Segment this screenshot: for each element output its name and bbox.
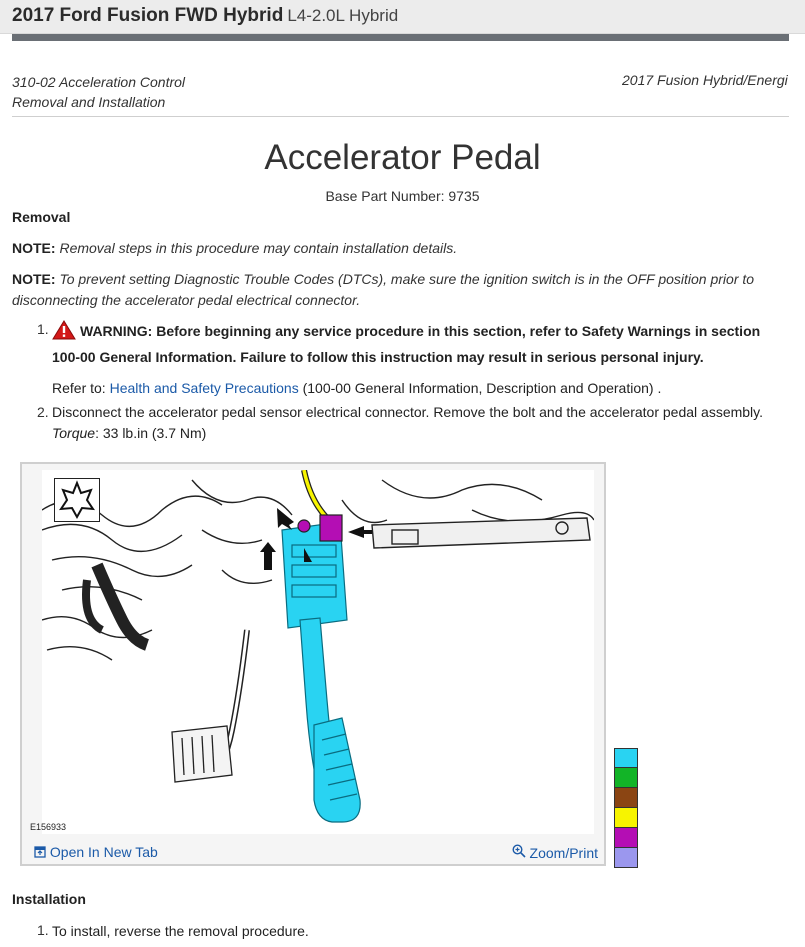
procedure-figure: E156933 Open In New Tab Zoom/Print	[20, 462, 606, 866]
zoom-print-link[interactable]: Zoom/Print	[512, 844, 598, 861]
warning-triangle-icon	[52, 320, 76, 346]
external-tab-icon	[34, 844, 50, 860]
step-1: WARNING: Before beginning any service pr…	[52, 320, 787, 399]
step-number: 2.	[37, 404, 49, 420]
install-step-text: To install, reverse the removal procedur…	[52, 923, 309, 939]
doc-header-left: 310-02 Acceleration Control Removal and …	[12, 72, 185, 112]
warning-block: WARNING: Before beginning any service pr…	[52, 320, 787, 368]
engine-spec: L4-2.0L Hybrid	[287, 6, 399, 25]
color-swatch	[614, 748, 638, 768]
base-part-number: Base Part Number: 9735	[325, 188, 480, 204]
refer-line: Refer to: Health and Safety Precautions …	[52, 377, 787, 399]
color-swatch	[614, 788, 638, 808]
model-reference: 2017 Fusion Hybrid/Energi	[622, 72, 788, 88]
removal-heading: Removal	[12, 209, 71, 225]
torque-label: Torque	[52, 425, 96, 441]
step-text: Disconnect the accelerator pedal sensor …	[52, 404, 764, 420]
page-title: Accelerator Pedal	[264, 138, 541, 177]
open-in-new-tab-link[interactable]: Open In New Tab	[34, 844, 158, 860]
refer-suffix: (100-00 General Information, Description…	[298, 380, 662, 396]
warning-text: WARNING: Before beginning any service pr…	[52, 323, 761, 365]
step-number: 1.	[37, 321, 49, 337]
torx-bit-icon	[54, 478, 100, 522]
torque-line: Torque: 33 lb.in (3.7 Nm)	[52, 423, 787, 444]
section-code: 310-02 Acceleration Control	[12, 74, 186, 90]
note-2: NOTE: To prevent setting Diagnostic Trou…	[12, 269, 792, 311]
color-swatch	[614, 848, 638, 868]
note-label: NOTE:	[12, 240, 56, 256]
refer-prefix: Refer to:	[52, 380, 110, 396]
open-tab-label: Open In New Tab	[49, 844, 158, 860]
torque-value: : 33 lb.in (3.7 Nm)	[95, 425, 207, 441]
note-1: NOTE: Removal steps in this procedure ma…	[12, 238, 792, 259]
health-safety-link[interactable]: Health and Safety Precautions	[109, 380, 299, 396]
note-text: Removal steps in this procedure may cont…	[59, 240, 458, 256]
step-2: Disconnect the accelerator pedal sensor …	[52, 402, 787, 444]
color-swatch	[614, 768, 638, 788]
vehicle-name: 2017 Ford Fusion FWD Hybrid	[12, 5, 284, 26]
color-swatch	[614, 808, 638, 828]
zoom-label: Zoom/Print	[529, 845, 598, 861]
installation-heading: Installation	[12, 891, 86, 907]
header-divider-bar	[12, 34, 789, 41]
color-swatch-legend	[614, 748, 638, 868]
zoom-magnifier-icon	[512, 844, 530, 861]
figure-id: E156933	[30, 822, 67, 832]
color-swatch	[614, 828, 638, 848]
step-number: 1.	[37, 922, 49, 938]
procedure-type: Removal and Installation	[12, 94, 166, 110]
note-text: To prevent setting Diagnostic Trouble Co…	[12, 271, 755, 308]
accelerator-pedal-illustration	[42, 470, 594, 834]
note-label: NOTE:	[12, 271, 56, 287]
header-rule	[12, 116, 789, 117]
